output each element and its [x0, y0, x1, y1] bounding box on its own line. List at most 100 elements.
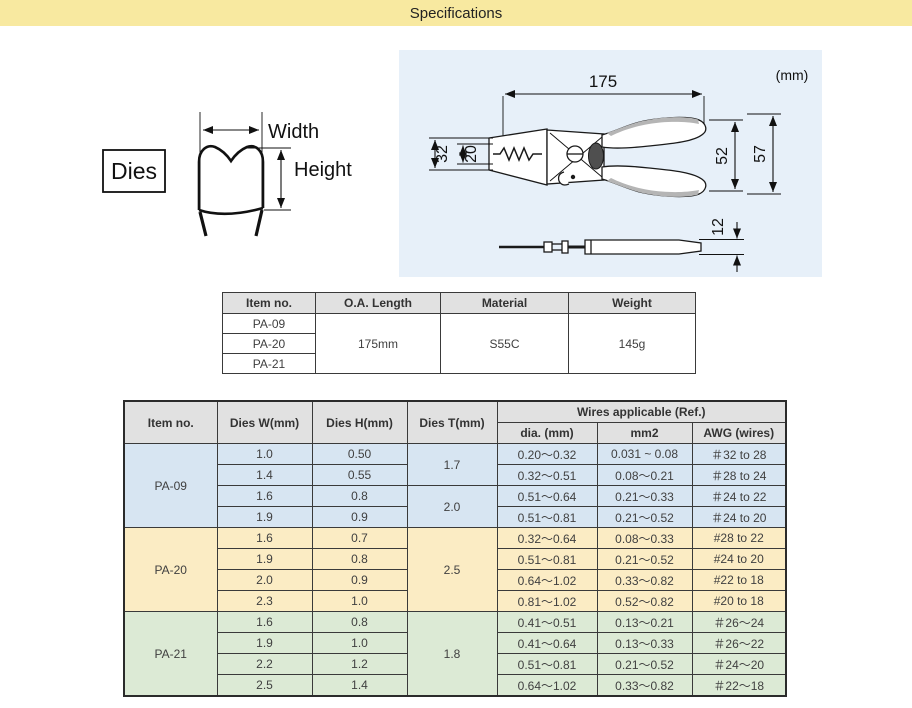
dia-cell: 0.41～0.64 [496, 632, 598, 654]
oa-length-cell: 175mm [315, 313, 441, 374]
dies-label-box [102, 149, 166, 193]
item-no-cell: PA-09 [222, 313, 316, 334]
item-no-cell: PA-21 [222, 353, 316, 374]
dies-label: Dies [111, 158, 157, 184]
dies-h-cell: 0.9 [311, 506, 408, 528]
item-no-cell: PA-09 [123, 443, 218, 528]
dies-h-cell: 0.9 [311, 569, 408, 591]
unit-label: (mm) [776, 67, 809, 83]
dies-t-cell: 2.5 [406, 527, 498, 612]
dies-h-cell: 1.4 [311, 674, 408, 697]
mm2-cell: 0.33～0.82 [596, 569, 693, 591]
mm2-cell: 0.33～0.82 [596, 674, 693, 697]
dies-h-cell: 0.50 [311, 443, 408, 465]
dies-t-cell: 1.8 [406, 611, 498, 697]
spec-header-item-no: Item no. [222, 292, 316, 314]
dies-h-cell: 0.55 [311, 464, 408, 486]
dia-cell: 0.32～0.51 [496, 464, 598, 486]
mm2-cell: 0.21～0.52 [596, 653, 693, 675]
wires-header-dia: dia. (mm) [496, 422, 598, 444]
dies-w-cell: 2.0 [216, 569, 313, 591]
dies-h-cell: 0.7 [311, 527, 408, 549]
dim-overall-length: 175 [589, 72, 617, 91]
dia-cell: 0.81～1.02 [496, 590, 598, 612]
wires-header-dies-h: Dies H(mm) [311, 400, 408, 444]
weight-cell: 145g [568, 313, 696, 374]
dies-w-cell: 1.6 [216, 485, 313, 507]
wires-header-dies-t: Dies T(mm) [406, 400, 498, 444]
awg-cell: ＃24 to 22 [691, 485, 787, 507]
awg-cell: #20 to 18 [691, 590, 787, 612]
dies-h-cell: 1.0 [311, 590, 408, 612]
dies-h-cell: 0.8 [311, 548, 408, 570]
awg-cell: #22 to 18 [691, 569, 787, 591]
mm2-cell: 0.21～0.33 [596, 485, 693, 507]
wires-header-item-no: Item no. [123, 400, 218, 444]
wires-header-dies-w: Dies W(mm) [216, 400, 313, 444]
item-no-cell: PA-20 [123, 527, 218, 612]
dia-cell: 0.51～0.64 [496, 485, 598, 507]
dia-cell: 0.51～0.81 [496, 653, 598, 675]
wires-table: Item no. Dies W(mm) Dies H(mm) Dies T(mm… [123, 400, 788, 697]
spec-header-oa-length: O.A. Length [315, 292, 441, 314]
height-label: Height [294, 159, 352, 181]
page-title: Specifications [409, 4, 503, 22]
dia-cell: 0.41～0.51 [496, 611, 598, 633]
dim-jaw-inner: 20 [463, 145, 480, 163]
awg-cell: ＃24～20 [691, 653, 787, 675]
dies-w-cell: 1.4 [216, 464, 313, 486]
awg-cell: ＃32 to 28 [691, 443, 787, 465]
mm2-cell: 0.08～0.21 [596, 464, 693, 486]
awg-cell: ＃24 to 20 [691, 506, 787, 528]
wires-header-awg: AWG (wires) [691, 422, 787, 444]
pliers-diagram-background [399, 50, 822, 277]
dia-cell: 0.64～1.02 [496, 569, 598, 591]
material-cell: S55C [440, 313, 569, 374]
dies-w-cell: 2.5 [216, 674, 313, 697]
mm2-cell: 0.21～0.52 [596, 548, 693, 570]
wires-header-row-2: dia. (mm) mm2 AWG (wires) [124, 422, 787, 444]
pliers-diagram: (mm) 175 52 57 32 20 12 [399, 50, 822, 277]
spec-row: PA-21 [222, 353, 696, 374]
item-no-cell: PA-20 [222, 333, 316, 354]
dies-w-cell: 1.6 [216, 527, 313, 549]
wires-header-row-1: Item no. Dies W(mm) Dies H(mm) Dies T(mm… [123, 400, 787, 444]
mm2-cell: 0.21～0.52 [596, 506, 693, 528]
awg-cell: ＃28 to 24 [691, 464, 787, 486]
dies-w-cell: 1.0 [216, 443, 313, 465]
dies-h-cell: 1.0 [311, 632, 408, 654]
awg-cell: #24 to 20 [691, 548, 787, 570]
dia-cell: 0.51～0.81 [496, 548, 598, 570]
dies-w-cell: 1.9 [216, 548, 313, 570]
dia-cell: 0.64～1.02 [496, 674, 598, 697]
page-title-bar: Specifications [0, 0, 912, 26]
dia-cell: 0.20～0.32 [496, 443, 598, 465]
item-no-cell: PA-21 [123, 611, 218, 697]
awg-cell: ＃22～18 [691, 674, 787, 697]
wires-header-mm2: mm2 [596, 422, 693, 444]
dies-w-cell: 1.6 [216, 611, 313, 633]
dies-h-cell: 0.8 [311, 611, 408, 633]
dies-w-cell: 2.2 [216, 653, 313, 675]
spec-header-material: Material [440, 292, 569, 314]
dies-diagram: Dies Width Height [102, 112, 352, 237]
dies-w-cell: 1.9 [216, 632, 313, 654]
awg-cell: ＃26～24 [691, 611, 787, 633]
dies-h-cell: 1.2 [311, 653, 408, 675]
dies-t-cell: 1.7 [406, 443, 498, 486]
mm2-cell: 0.52～0.82 [596, 590, 693, 612]
mm2-cell: 0.13～0.33 [596, 632, 693, 654]
width-label: Width [268, 121, 319, 143]
dim-jaw-outer: 32 [434, 145, 451, 163]
mm2-cell: 0.031 ~ 0.08 [596, 443, 693, 465]
dies-t-cell: 2.0 [406, 485, 498, 528]
awg-cell: ＃26～22 [691, 632, 787, 654]
dies-w-cell: 1.9 [216, 506, 313, 528]
awg-cell: #28 to 22 [691, 527, 787, 549]
